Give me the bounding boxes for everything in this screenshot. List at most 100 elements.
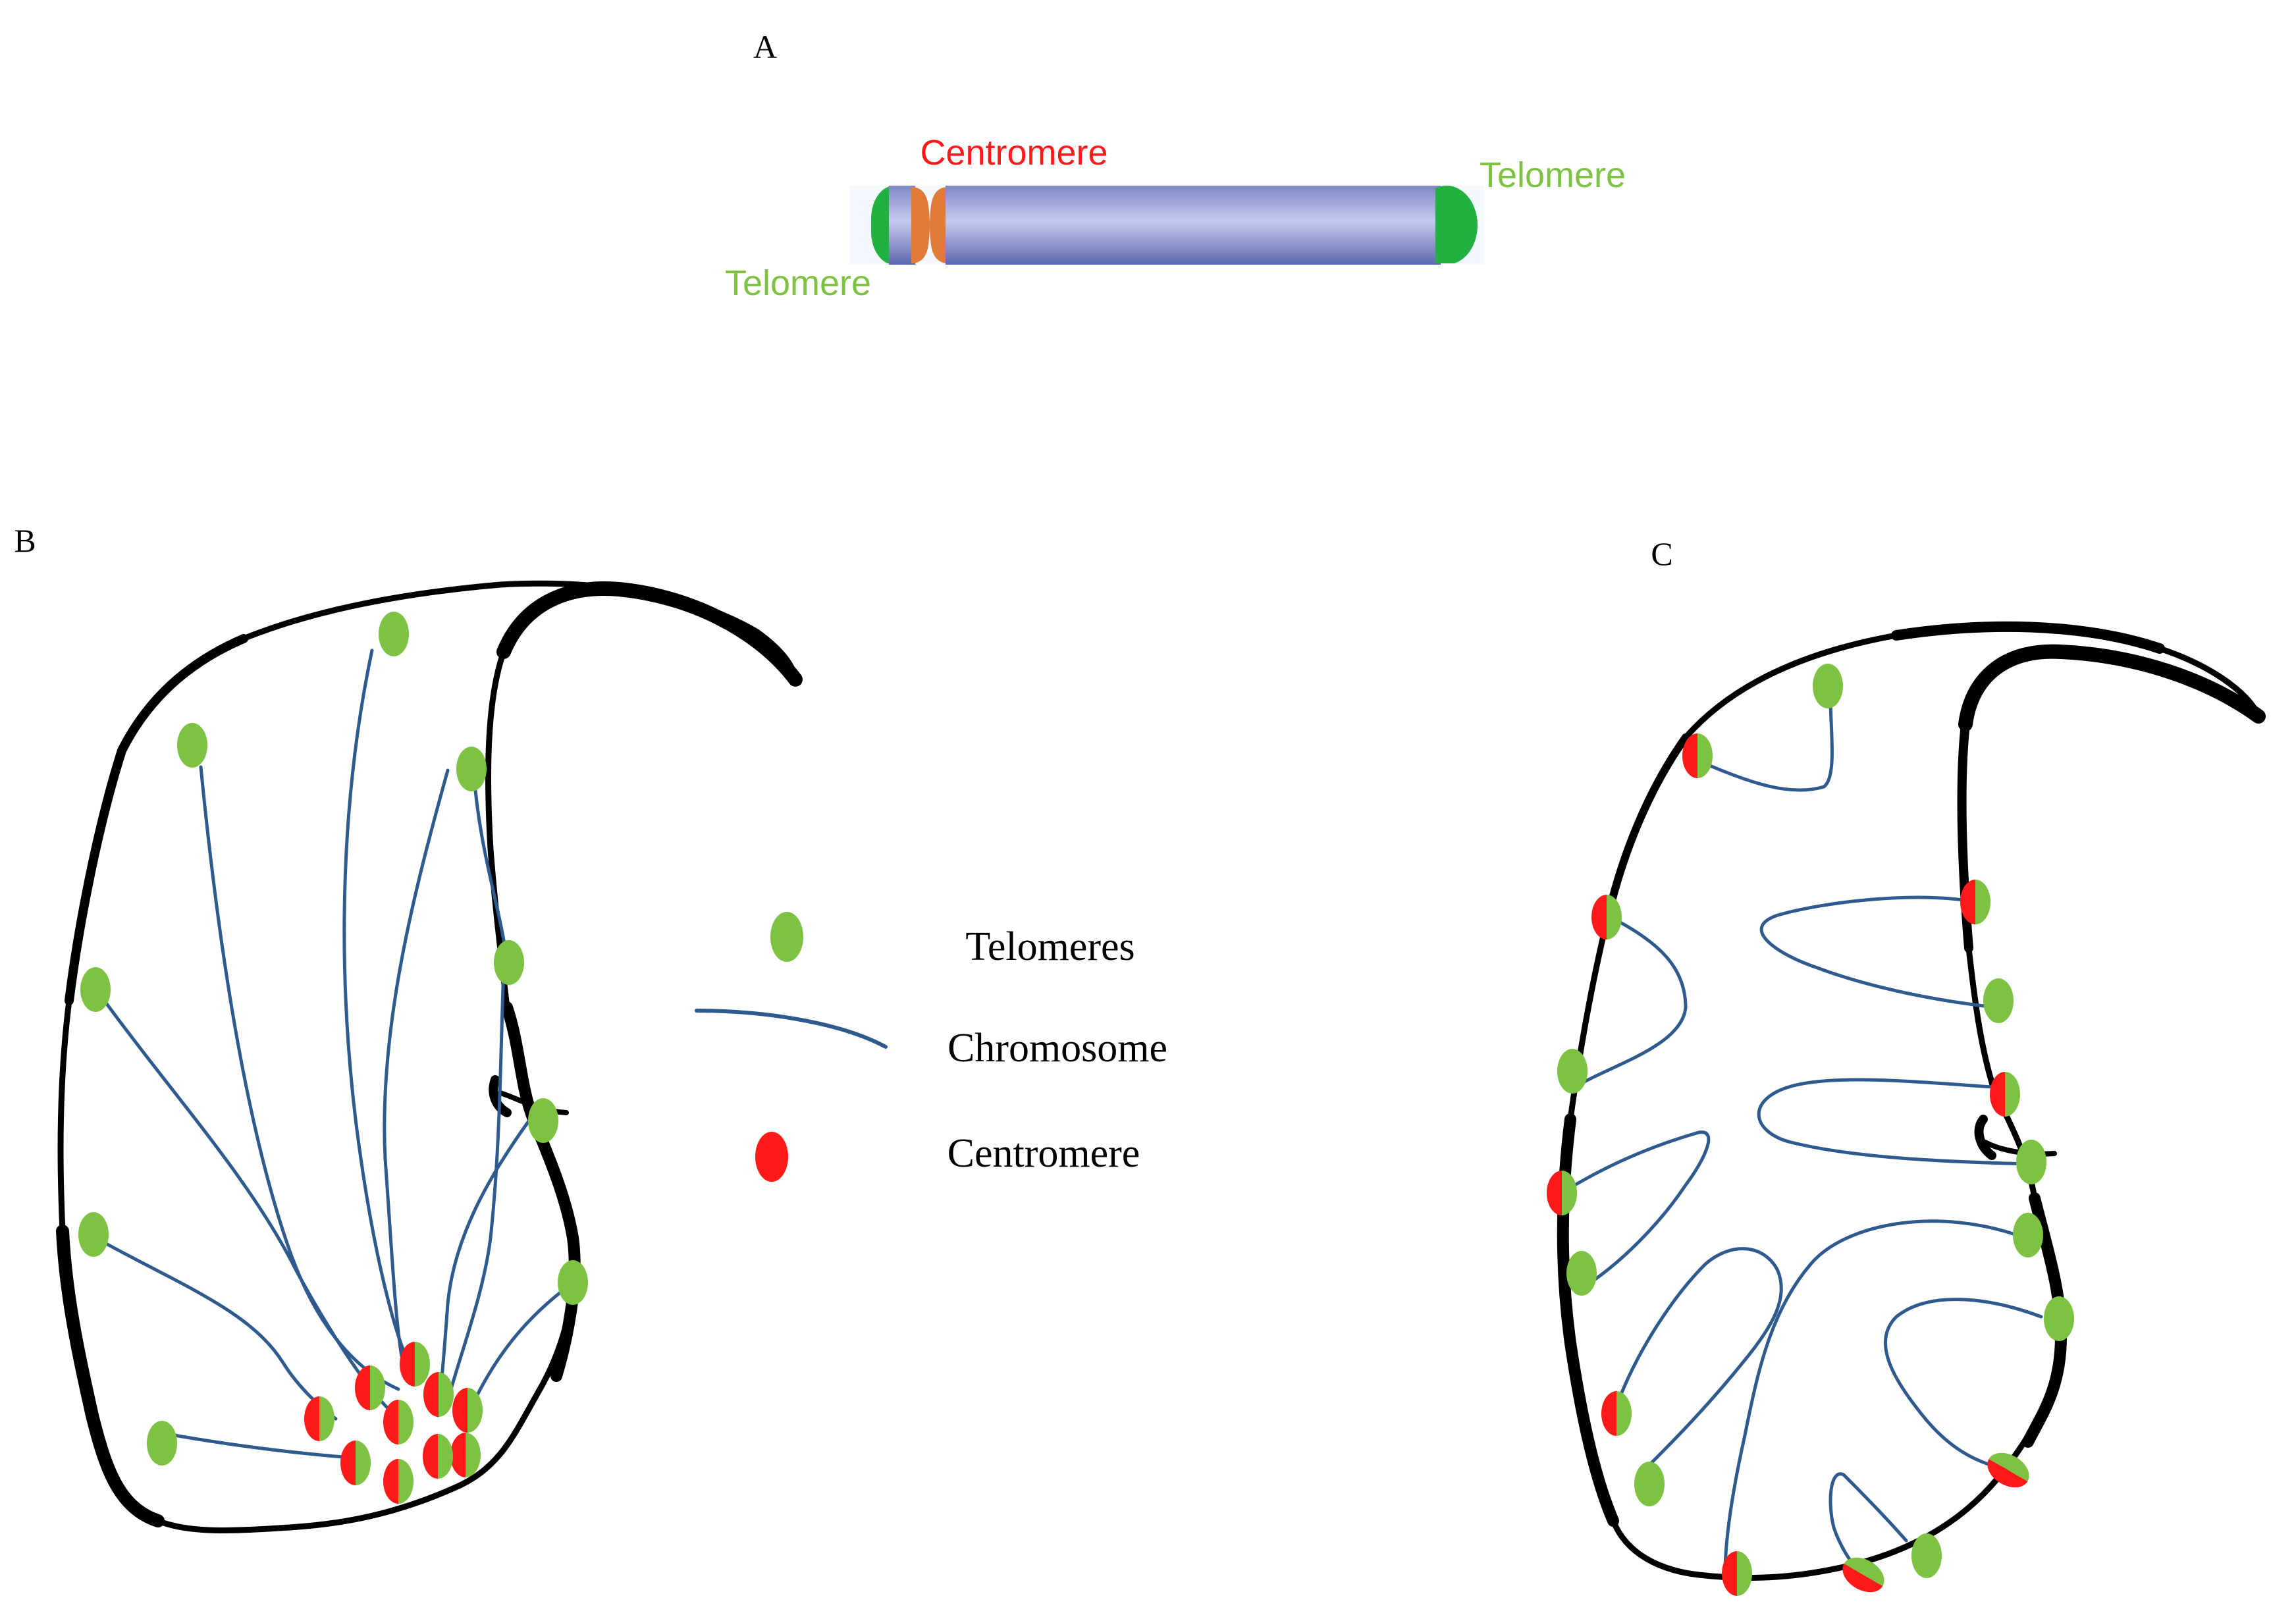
chromosome-schematic (849, 186, 1485, 265)
centromere-half (1591, 895, 1607, 940)
telomere-label-right: Telomere (1480, 155, 1626, 195)
chromosome-line (100, 995, 390, 1411)
panel-c: C (1547, 535, 2266, 1596)
centromere-telomere-marker (1547, 1171, 1577, 1215)
centromere-telomere-marker (400, 1342, 430, 1387)
centromere-half (304, 1396, 319, 1441)
telomere-half (1562, 1171, 1577, 1215)
telomere-dot (147, 1421, 177, 1466)
telomere-dot (2044, 1296, 2074, 1341)
centromere-half (1601, 1391, 1616, 1436)
telomere-half (356, 1441, 371, 1485)
chromosome-loop (1562, 1130, 1711, 1289)
telomere-half (1607, 895, 1622, 940)
telomere-half (415, 1342, 430, 1387)
right-telomere-cap (1435, 186, 1478, 263)
centromere-telomere-marker (452, 1388, 483, 1433)
telomere-dot (80, 967, 111, 1012)
legend: Telomeres Chromosome Centromere (695, 912, 1167, 1182)
telomere-half (1737, 1551, 1752, 1596)
centromere-half (1722, 1551, 1737, 1596)
centromere-half (355, 1365, 370, 1410)
centromere-half (340, 1441, 356, 1485)
telomere-dot (177, 723, 207, 768)
chromosome-loop (1757, 1078, 2030, 1166)
chromosome-line (466, 1282, 574, 1417)
centromere-telomere-marker (1722, 1551, 1752, 1596)
centromere-markers-c (1547, 733, 2029, 1596)
chromosome-loop (1829, 1472, 1908, 1572)
chromosome-lines-b (93, 649, 574, 1460)
centromere-half (1960, 880, 1975, 924)
centromere-cluster-b (304, 1342, 483, 1504)
centromere-telomere-marker (355, 1365, 385, 1410)
centromere-telomere-marker (1990, 1072, 2020, 1117)
centromere-telomere-marker (1987, 1452, 2029, 1488)
telomeres-c (1557, 664, 2074, 1578)
telomere-half (466, 1433, 481, 1477)
centromere-half (1547, 1171, 1562, 1215)
centromere-half (383, 1400, 398, 1444)
centromere-half (1682, 733, 1697, 778)
nucleus-outline-b (56, 580, 803, 1533)
telomere-dot (78, 1212, 109, 1257)
telomere-dot (494, 940, 524, 985)
telomere-dot (2013, 1213, 2043, 1258)
telomeres-b (78, 612, 588, 1466)
chromosome-line (342, 649, 414, 1371)
telomere-half (438, 1434, 453, 1479)
telomere-dot (2016, 1140, 2046, 1184)
chromosome-line (173, 1433, 361, 1460)
centromere-half (423, 1372, 439, 1417)
centromere-left-lobe (911, 187, 930, 263)
legend-chromosome-label: Chromosome (948, 1026, 1167, 1071)
telomere-dot (1983, 978, 2014, 1023)
centromere-half (400, 1342, 415, 1387)
chromosome-lines-c (1562, 696, 2043, 1575)
chromosome-line (383, 768, 450, 1358)
telomere-half (319, 1396, 334, 1441)
panel-a-label: A (753, 28, 777, 65)
centromere-half (423, 1434, 438, 1479)
telomere-dot (456, 747, 487, 791)
chromosome-loop (1723, 1219, 2027, 1575)
chromosome-loop (1703, 696, 1834, 792)
telomere-label-left: Telomere (725, 263, 871, 303)
panel-c-label: C (1651, 535, 1672, 572)
centromere-telomere-marker (340, 1441, 371, 1485)
centromere-right-lobe (930, 187, 948, 263)
panel-a: A Centromere Telomere Telomere (725, 28, 1626, 303)
centromere-half (1990, 1072, 2005, 1117)
legend-centromere-label: Centromere (948, 1131, 1140, 1176)
panel-b: B (14, 522, 803, 1533)
chromosome-line (199, 765, 400, 1391)
centromere-label: Centromere (920, 133, 1108, 172)
telomere-half (398, 1459, 414, 1504)
centromere-telomere-marker (304, 1396, 334, 1441)
telomere-half (1975, 880, 1990, 924)
telomere-dot (1911, 1533, 1942, 1578)
centromere-telomere-marker (1591, 895, 1622, 940)
legend-telomere-swatch (770, 912, 803, 962)
legend-telomeres-label: Telomeres (965, 924, 1135, 969)
chromosome-loop (1575, 913, 1688, 1088)
telomere-dot (379, 612, 409, 656)
telomere-dot (1566, 1251, 1597, 1296)
chromosome-loop (1611, 1247, 1783, 1470)
telomere-dot (558, 1260, 588, 1305)
chromosome-line (472, 775, 509, 963)
telomere-half (370, 1365, 385, 1410)
short-arm (889, 186, 915, 265)
chromosome-loop (1759, 895, 1997, 1009)
centromere-telomere-marker (1960, 880, 1990, 924)
telomere-dot (1557, 1049, 1588, 1094)
legend-centromere-swatch (755, 1132, 788, 1182)
centromere-half (450, 1433, 466, 1477)
chromosome-line (449, 966, 506, 1391)
centromere-telomere-marker (1601, 1391, 1632, 1436)
telomere-half (398, 1400, 414, 1444)
telomere-half (2005, 1072, 2020, 1117)
telomere-half (1697, 733, 1713, 778)
